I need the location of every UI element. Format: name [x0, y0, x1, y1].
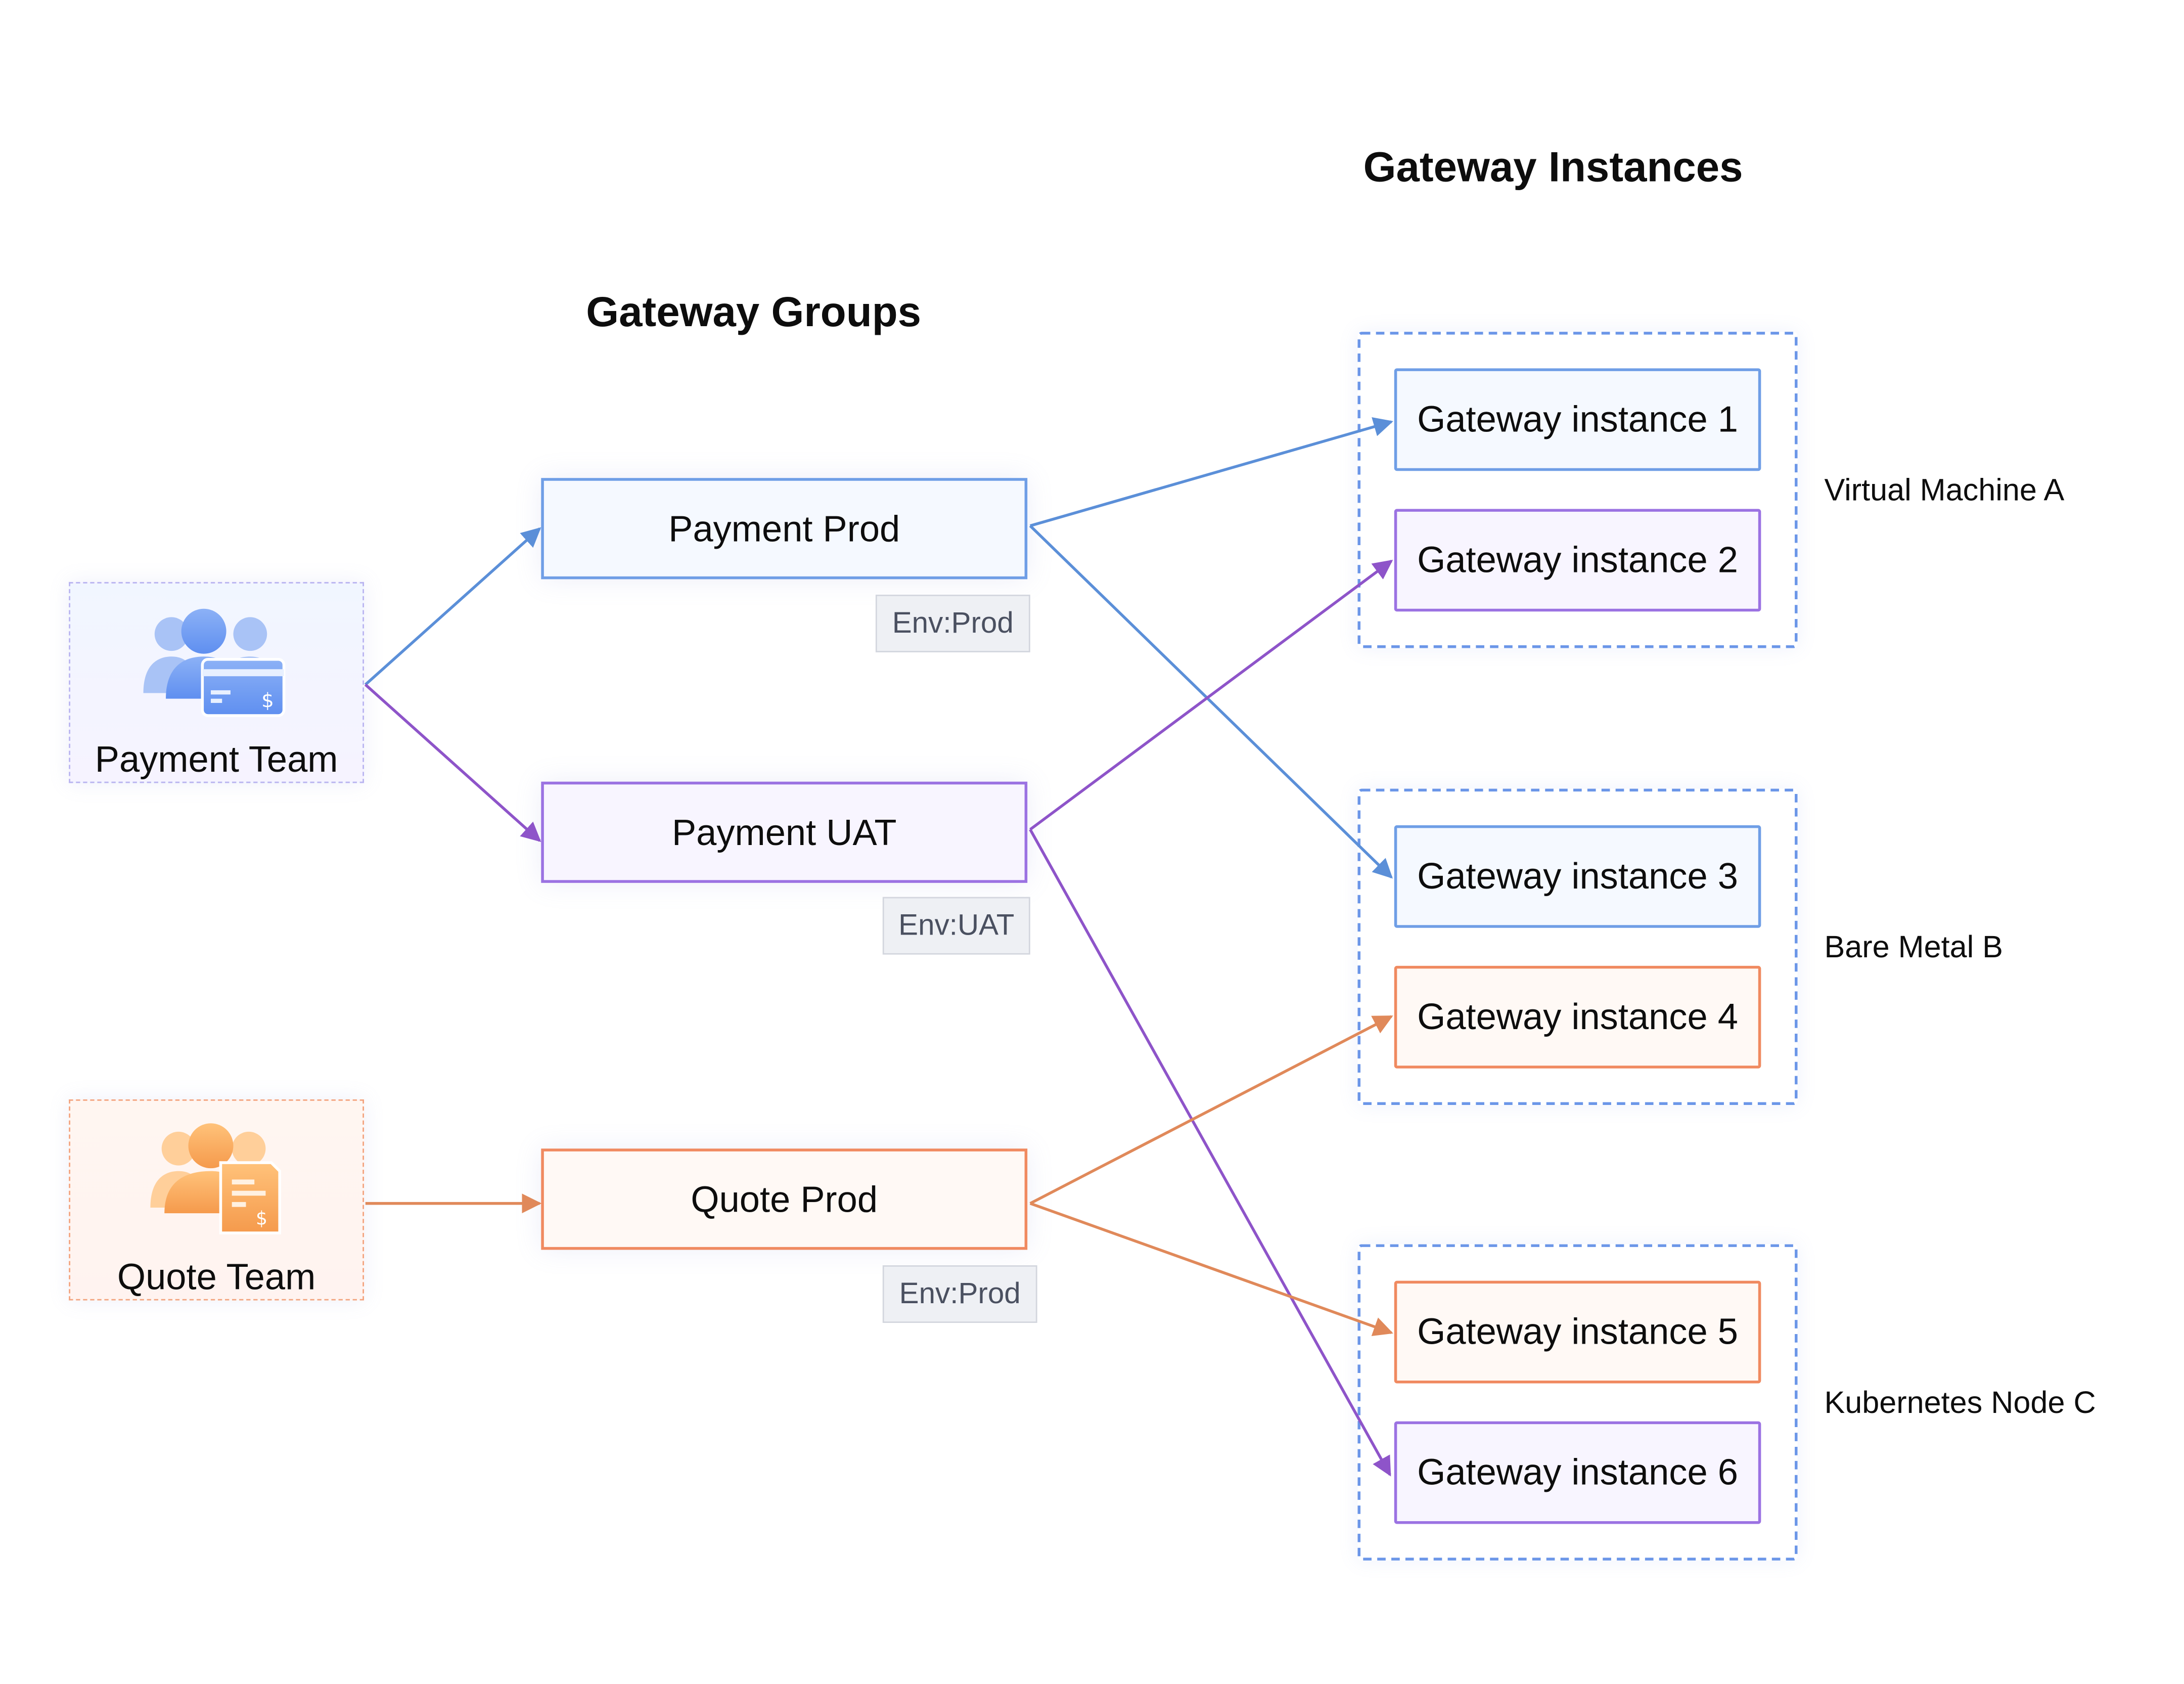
group-label: Payment Prod [668, 507, 900, 549]
gateway-instance-2[interactable]: Gateway instance 2 [1394, 509, 1761, 612]
host-container [1357, 332, 1798, 648]
group-payment-prod[interactable]: Payment Prod [541, 478, 1028, 580]
group-quote-prod[interactable]: Quote Prod [541, 1148, 1028, 1250]
link-quote-prod-to-instance-4 [1029, 1015, 1393, 1205]
gateway-instance-5[interactable]: Gateway instance 5 [1394, 1280, 1761, 1384]
payment-team-icon: $ [143, 608, 286, 717]
host-container [1357, 788, 1798, 1105]
svg-text:$: $ [256, 1207, 267, 1229]
link-payment-team-to-payment-uat [364, 683, 541, 843]
link-payment-prod-to-instance-1 [1029, 417, 1393, 527]
gateway-groups-heading: Gateway Groups [586, 289, 922, 336]
group-label: Payment UAT [671, 810, 897, 853]
quote-team-node[interactable]: $ Quote Team [69, 1099, 365, 1301]
env-tag: Env:Prod [875, 594, 1030, 652]
group-label: Quote Prod [691, 1177, 878, 1220]
host-label: Virtual Machine A [1824, 472, 2065, 508]
link-payment-team-to-payment-prod [364, 527, 541, 686]
svg-text:$: $ [261, 689, 274, 712]
host-label: Kubernetes Node C [1824, 1385, 2096, 1420]
link-payment-uat-to-instance-6 [1029, 828, 1391, 1477]
gateway-instances-heading: Gateway Instances [1363, 145, 1743, 192]
payment-team-node[interactable]: $ Payment Team [69, 582, 365, 783]
link-quote-prod-to-instance-5 [1029, 1202, 1393, 1336]
group-payment-uat[interactable]: Payment UAT [541, 781, 1028, 883]
gateway-instance-6[interactable]: Gateway instance 6 [1394, 1421, 1761, 1524]
gateway-instance-1[interactable]: Gateway instance 1 [1394, 368, 1761, 471]
gateway-instance-4[interactable]: Gateway instance 4 [1394, 965, 1761, 1069]
gateway-instance-3[interactable]: Gateway instance 3 [1394, 825, 1761, 928]
host-label: Bare Metal B [1824, 929, 2003, 965]
link-payment-uat-to-instance-2 [1029, 559, 1393, 831]
quote-team-icon: $ [150, 1123, 281, 1234]
host-container [1357, 1244, 1798, 1561]
env-tag: Env:UAT [882, 897, 1030, 955]
quote-team-label: Quote Team [117, 1255, 316, 1298]
payment-team-label: Payment Team [95, 738, 338, 780]
env-tag: Env:Prod [882, 1265, 1037, 1323]
link-payment-prod-to-instance-3 [1029, 524, 1393, 879]
